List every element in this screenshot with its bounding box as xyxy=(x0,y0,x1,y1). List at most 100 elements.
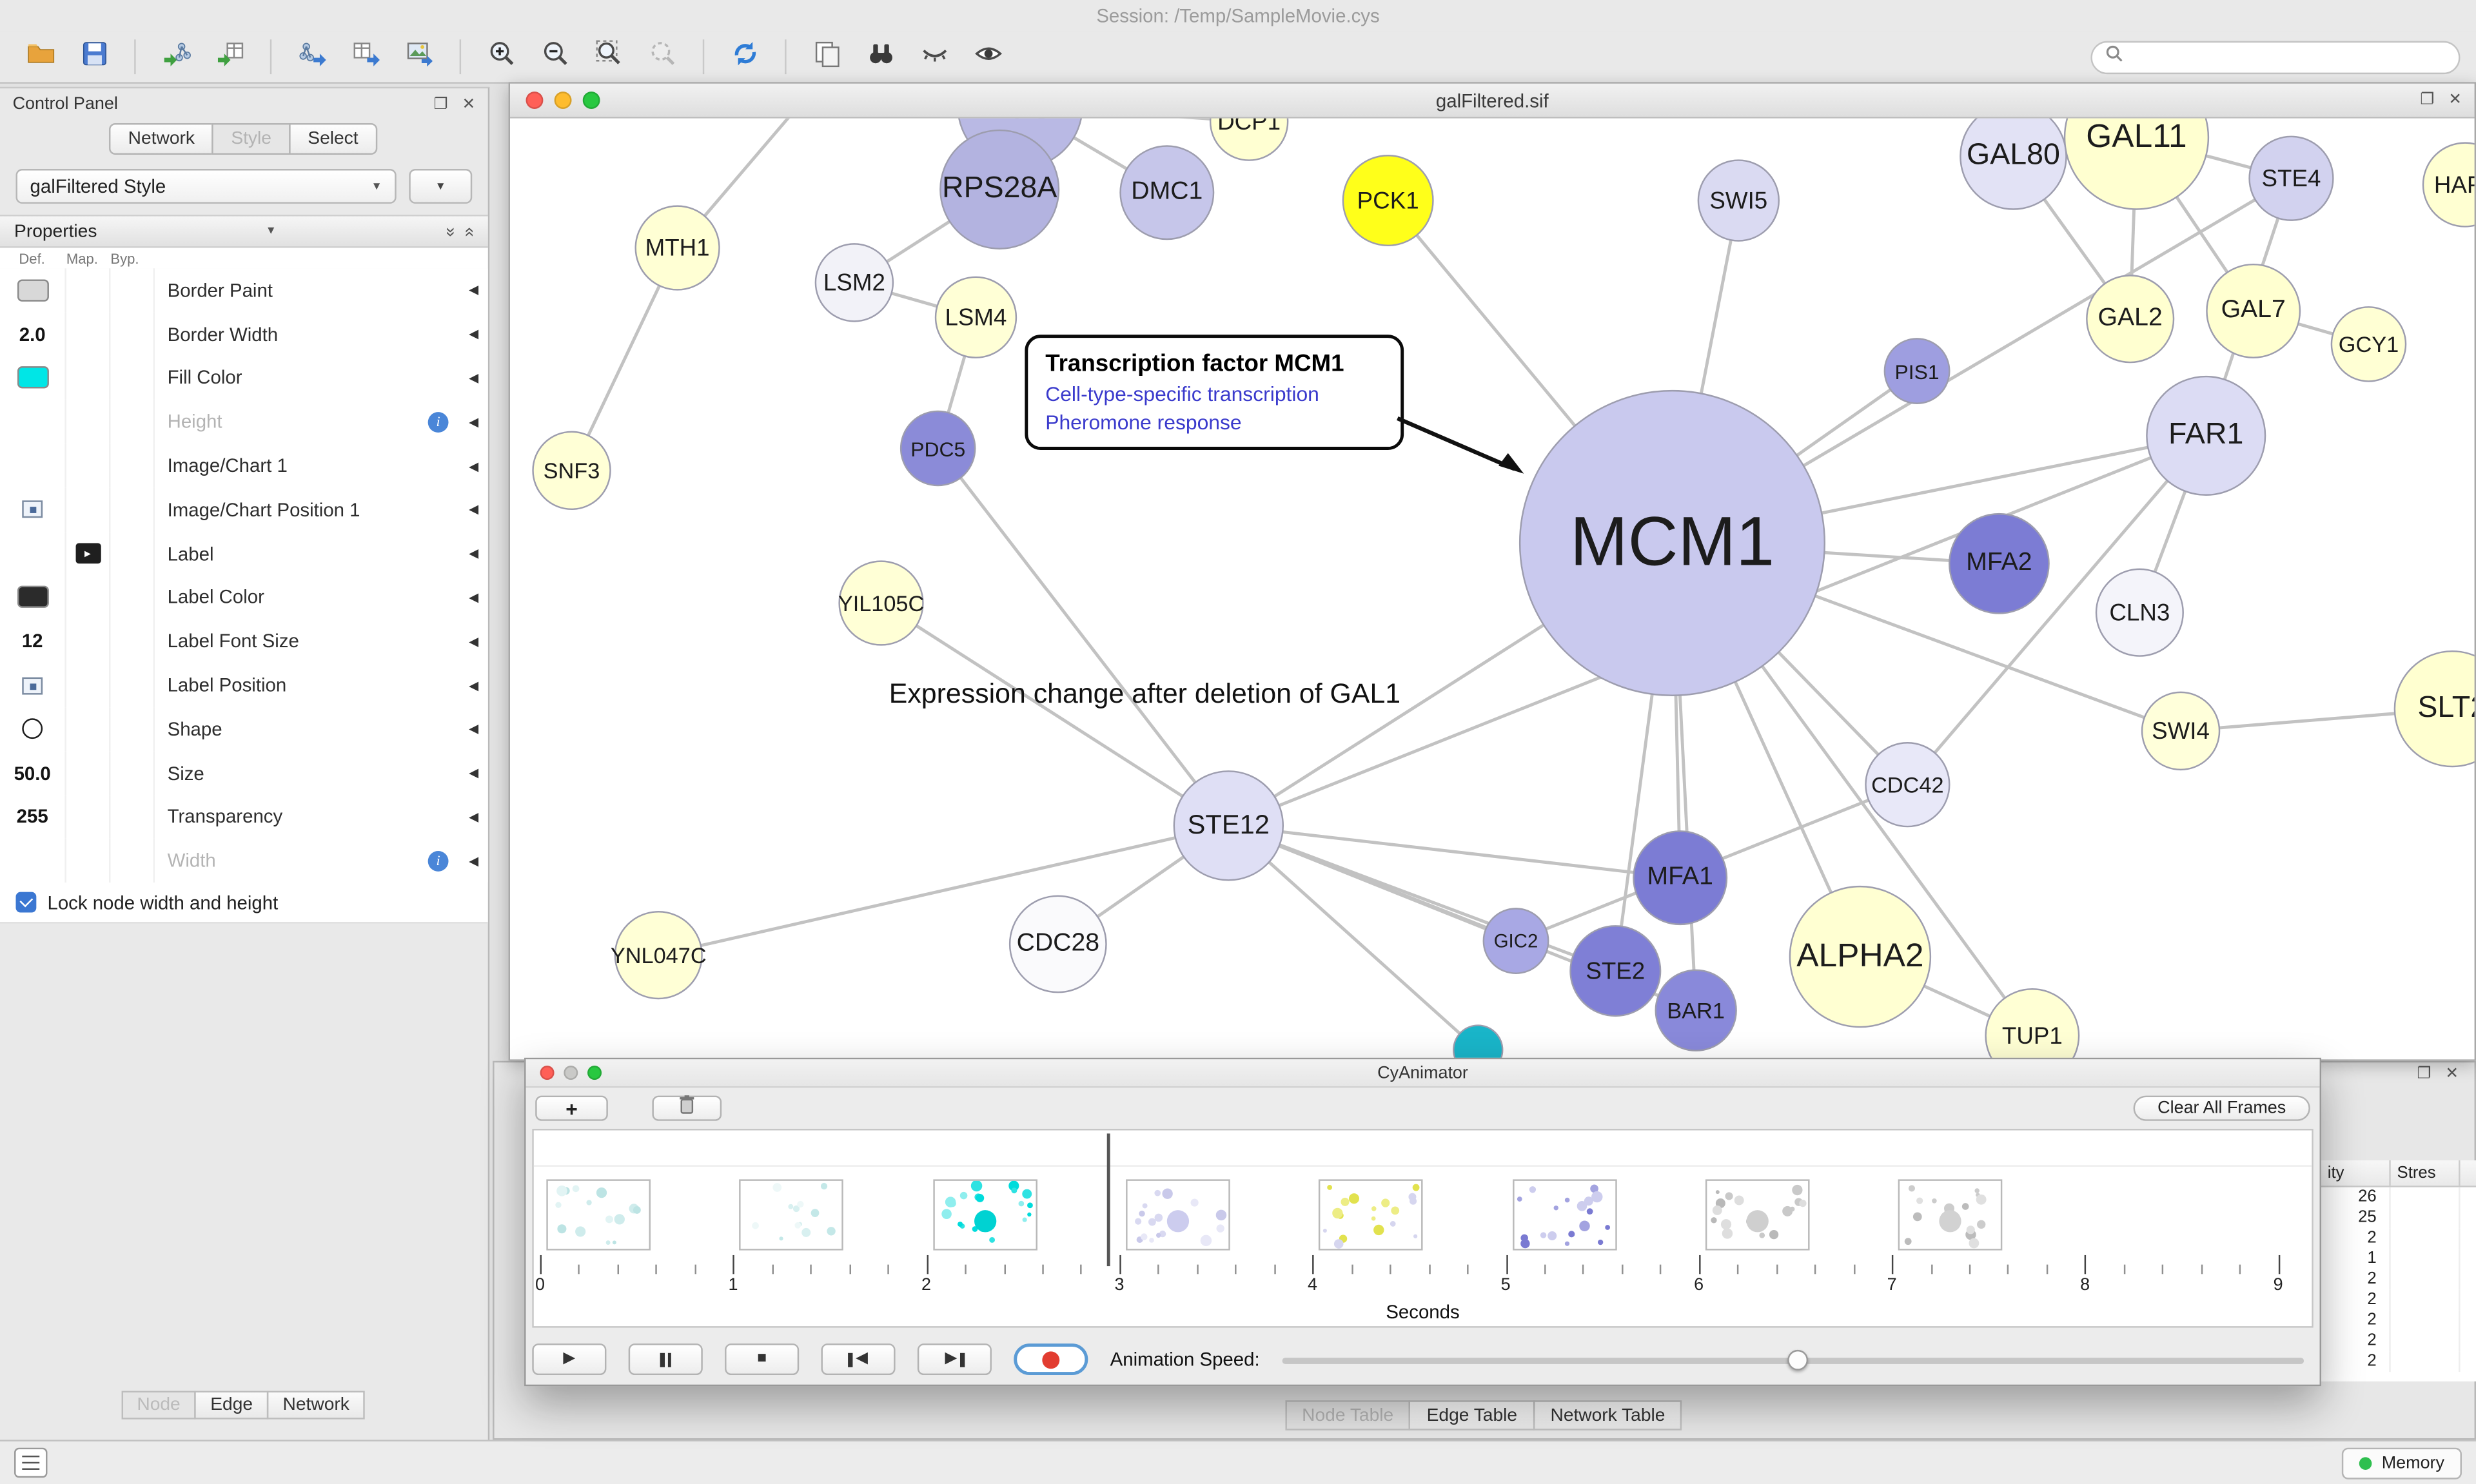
frame-thumbnail-5[interactable] xyxy=(1511,1179,1616,1251)
property-row-label[interactable]: ▸Label◀ xyxy=(0,531,488,576)
properties-header[interactable]: Properties ▼ » » xyxy=(0,215,488,248)
animation-speed-slider[interactable] xyxy=(1281,1343,2304,1375)
network-canvas[interactable]: RPS28BRPS28ADCP1DMC1PCK1SWI5GAL80GAL11ST… xyxy=(510,118,2475,1060)
edge-YIL105C-STE12[interactable] xyxy=(880,601,1230,827)
frame-thumbnail-3[interactable] xyxy=(1125,1179,1230,1251)
node-GIC2[interactable]: GIC2 xyxy=(1482,908,1549,975)
node-RPS28A[interactable]: RPS28A xyxy=(939,129,1060,249)
stop-button[interactable]: ■ xyxy=(725,1343,800,1376)
clear-all-frames-button[interactable]: Clear All Frames xyxy=(2133,1095,2310,1121)
property-row-image-chart-position-1[interactable]: Image/Chart Position 1◀ xyxy=(0,487,488,532)
bypass-cell[interactable] xyxy=(110,839,155,883)
zoom-in-button[interactable] xyxy=(477,36,526,77)
search-box[interactable] xyxy=(2090,40,2461,73)
tab-style[interactable]: Style xyxy=(211,123,291,155)
tab-network-style[interactable]: Network xyxy=(267,1391,366,1420)
mapping-cell[interactable] xyxy=(66,487,111,532)
bypass-cell[interactable] xyxy=(110,531,155,576)
table-column-header[interactable]: ity xyxy=(2321,1160,2391,1186)
table-row[interactable]: 26 xyxy=(2321,1187,2476,1208)
table-column-header[interactable]: Stres xyxy=(2391,1160,2461,1186)
mapping-cell[interactable] xyxy=(66,707,111,752)
minimize-window-button[interactable] xyxy=(554,92,572,109)
node-LSM2[interactable]: LSM2 xyxy=(814,243,894,322)
export-network-button[interactable] xyxy=(288,36,337,77)
refresh-layout-button[interactable] xyxy=(720,36,769,77)
bypass-cell[interactable] xyxy=(110,575,155,620)
tab-select[interactable]: Select xyxy=(288,123,377,155)
bypass-cell[interactable] xyxy=(110,795,155,839)
tab-network[interactable]: Network xyxy=(109,123,214,155)
mapping-cell[interactable] xyxy=(66,751,111,796)
zoom-fit-button[interactable] xyxy=(584,36,633,77)
bypass-cell[interactable] xyxy=(110,619,155,663)
mapping-cell[interactable] xyxy=(66,444,111,488)
node-YNL047C[interactable]: YNL047C xyxy=(611,911,707,1000)
close-panel-icon[interactable]: ✕ xyxy=(2448,92,2462,109)
node-STE2[interactable]: STE2 xyxy=(1569,925,1662,1017)
table-row[interactable]: 1 xyxy=(2321,1249,2476,1269)
bypass-cell[interactable] xyxy=(110,444,155,488)
tab-network-table[interactable]: Network Table xyxy=(1533,1400,1683,1430)
panel-menu-button[interactable] xyxy=(14,1447,48,1478)
default-value-cell[interactable] xyxy=(0,268,66,313)
slider-thumb[interactable] xyxy=(1787,1349,1809,1370)
minimize-window-button[interactable] xyxy=(564,1066,578,1080)
frame-thumbnail-4[interactable] xyxy=(1319,1179,1423,1251)
default-value-cell[interactable] xyxy=(0,444,66,488)
frame-thumbnail-7[interactable] xyxy=(1898,1179,2003,1251)
expand-arrow-icon[interactable]: ◀ xyxy=(469,283,479,298)
default-value-cell[interactable] xyxy=(0,356,66,400)
default-value-cell[interactable] xyxy=(0,839,66,883)
node-GCY1[interactable]: GCY1 xyxy=(2330,306,2407,382)
table-row[interactable]: 2 xyxy=(2321,1331,2476,1352)
skip-start-button[interactable]: ◀ xyxy=(821,1343,896,1376)
node-PDC5[interactable]: PDC5 xyxy=(899,410,976,487)
bypass-cell[interactable] xyxy=(110,707,155,752)
maximize-window-button[interactable] xyxy=(582,92,600,109)
cyanimator-titlebar[interactable]: CyAnimator xyxy=(526,1059,2320,1088)
node-SNF3[interactable]: SNF3 xyxy=(532,431,611,511)
node-TUP1[interactable]: TUP1 xyxy=(1985,988,2080,1060)
default-value-cell[interactable]: 12 xyxy=(0,619,66,663)
maximize-window-button[interactable] xyxy=(587,1066,602,1080)
property-row-label-position[interactable]: Label Position◀ xyxy=(0,663,488,708)
node-LSM4[interactable]: LSM4 xyxy=(934,276,1017,358)
expand-arrow-icon[interactable]: ◀ xyxy=(469,327,479,342)
mapping-cell[interactable] xyxy=(66,839,111,883)
float-panel-icon[interactable]: ❐ xyxy=(433,95,448,113)
node-SWI4[interactable]: SWI4 xyxy=(2141,691,2221,771)
property-row-border-paint[interactable]: Border Paint◀ xyxy=(0,268,488,313)
node-GAL2[interactable]: GAL2 xyxy=(2086,275,2175,364)
tab-node-table[interactable]: Node Table xyxy=(1284,1400,1411,1430)
table-row[interactable]: 2 xyxy=(2321,1310,2476,1331)
node-STE12[interactable]: STE12 xyxy=(1173,770,1284,881)
default-value-cell[interactable]: 50.0 xyxy=(0,751,66,796)
expand-arrow-icon[interactable]: ◀ xyxy=(469,590,479,605)
property-row-image-chart-1[interactable]: Image/Chart 1◀ xyxy=(0,444,488,488)
mapping-cell[interactable] xyxy=(66,795,111,839)
node-ALPHA2[interactable]: ALPHA2 xyxy=(1789,885,1932,1028)
default-value-cell[interactable] xyxy=(0,400,66,444)
node-GAL7[interactable]: GAL7 xyxy=(2206,263,2301,358)
search-input[interactable] xyxy=(2132,47,2446,66)
table-row[interactable]: 2 xyxy=(2321,1351,2476,1372)
node-CDC42[interactable]: CDC42 xyxy=(1865,742,1950,828)
mapping-cell[interactable] xyxy=(66,400,111,444)
expand-arrow-icon[interactable]: ◀ xyxy=(469,766,479,781)
lock-size-checkbox[interactable] xyxy=(15,892,37,913)
edge-PDC5-STE12[interactable] xyxy=(936,447,1230,827)
bypass-cell[interactable] xyxy=(110,312,155,356)
first-neighbors-button[interactable] xyxy=(856,36,905,77)
bypass-cell[interactable] xyxy=(110,268,155,313)
mapping-cell[interactable] xyxy=(66,575,111,620)
bypass-cell[interactable] xyxy=(110,487,155,532)
expand-arrow-icon[interactable]: ◀ xyxy=(469,546,479,561)
mapping-cell[interactable] xyxy=(66,619,111,663)
playhead[interactable] xyxy=(1106,1133,1110,1267)
expand-arrow-icon[interactable]: ◀ xyxy=(469,722,479,737)
